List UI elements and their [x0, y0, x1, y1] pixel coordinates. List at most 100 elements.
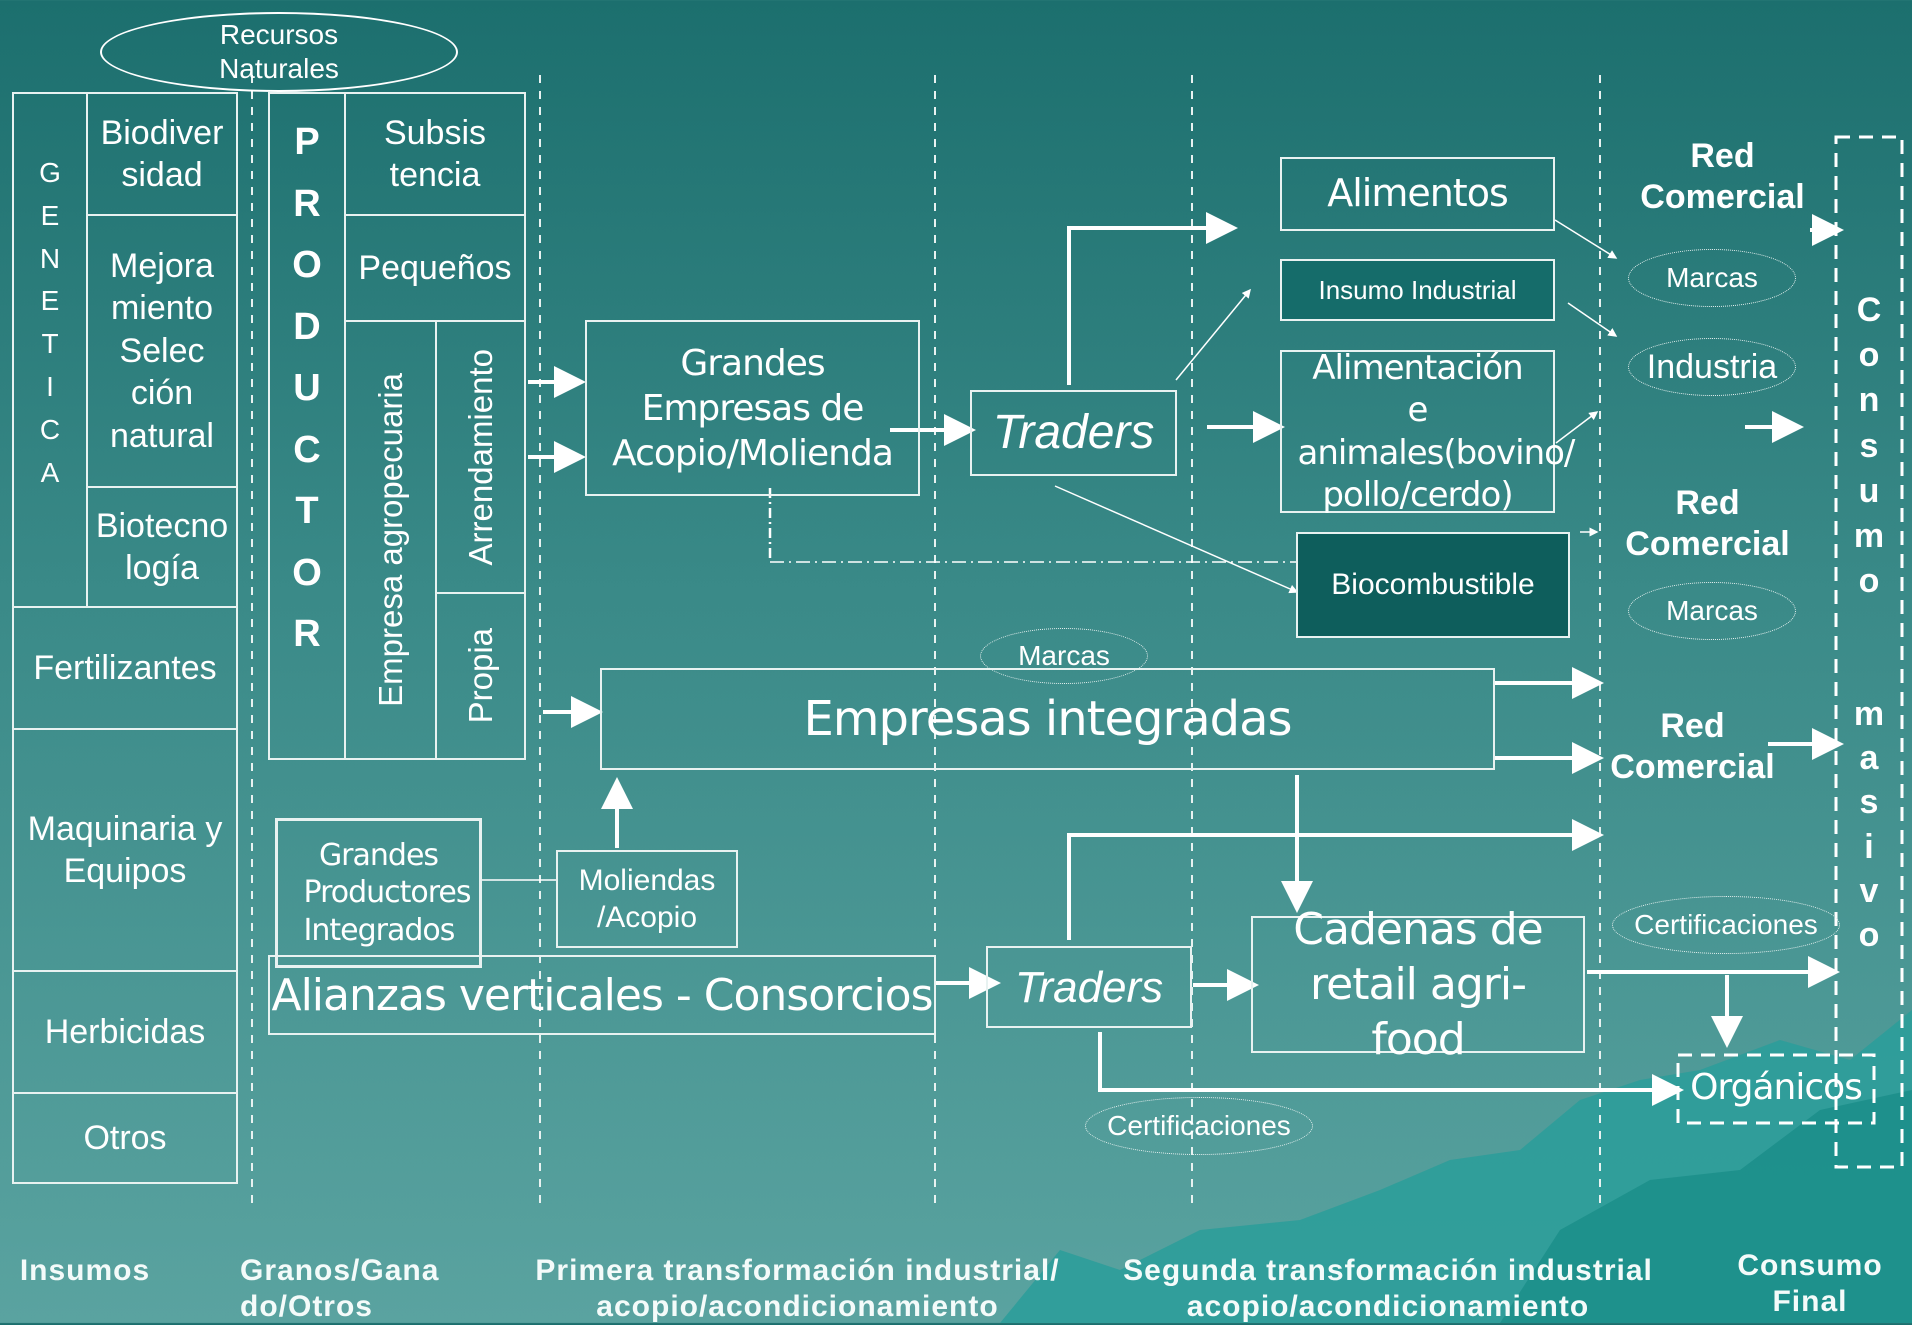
subsistencia-box: Subsis tencia — [344, 92, 526, 216]
productor-letter: R — [293, 613, 321, 656]
cadenas-box: Cadenas de retail agri-food — [1251, 904, 1585, 1065]
empresa-agropecuaria-box: Empresa agropecuaria — [344, 320, 437, 760]
traders-label: Traders — [992, 406, 1155, 459]
moliendas-box: Moliendas /Acopio — [556, 850, 738, 948]
biocombustible-label: Biocombustible — [1331, 568, 1535, 602]
consumo-letter: n — [1858, 381, 1880, 420]
genetica-letter: T — [41, 328, 59, 360]
fertilizantes-box: Fertilizantes — [12, 606, 238, 730]
arrendamiento-label: Arrendamiento — [461, 348, 499, 566]
alianzas-label: Alianzas verticales - Consorcios — [271, 969, 933, 1021]
footer-segunda: Segunda transformación industrial acopio… — [1123, 1254, 1653, 1323]
arrendamiento-box: Arrendamiento — [435, 320, 526, 594]
organicos-label: Orgánicos — [1690, 1067, 1863, 1108]
masivo-letter: i — [1864, 827, 1874, 866]
red-comercial-3: Red Comercial — [1610, 707, 1775, 786]
moliendas-label: Moliendas /Acopio — [578, 863, 716, 935]
pequenos-label: Pequeños — [358, 248, 512, 287]
productor-letter: U — [293, 367, 321, 410]
red-comercial-2: Red Comercial — [1625, 484, 1790, 563]
certificaciones-oval-bottom: Certificaciones — [1085, 1097, 1313, 1155]
productor-letter: O — [292, 244, 322, 287]
insumo-industrial-box: Insumo Industrial — [1280, 259, 1555, 321]
certificaciones-label-right: Certificaciones — [1634, 909, 1818, 940]
herbicidas-box: Herbicidas — [12, 970, 238, 1094]
traders2-label: Traders — [1014, 962, 1164, 1012]
productor-letter: R — [293, 182, 321, 225]
pequenos-box: Pequeños — [344, 214, 526, 322]
organicos-frame — [1676, 1053, 1876, 1125]
marcas-label-empresas: Marcas — [1018, 640, 1110, 671]
alianzas-box: Alianzas verticales - Consorcios — [268, 955, 936, 1035]
industria-label: Industria — [1646, 347, 1778, 386]
genetica-letter: G — [39, 157, 61, 188]
genetica-letter: N — [39, 242, 61, 274]
mejoramiento-box: Mejora miento Selec ción natural — [86, 214, 238, 488]
productor-letter: C — [293, 428, 321, 471]
grandes-productores-label: Grandes Productores Integrados — [303, 837, 472, 948]
biodiversidad-box: Biodiver sidad — [86, 92, 238, 216]
herbicidas-label: Herbicidas — [44, 1012, 206, 1051]
marcas-oval-1: Marcas — [1628, 249, 1796, 307]
consumo-letter: o — [1858, 336, 1880, 375]
cadenas-label: Cadenas de retail agri-food — [1293, 904, 1543, 1065]
industria-oval: Industria — [1628, 338, 1796, 396]
productor-letter: P — [294, 121, 320, 163]
masivo-letter: v — [1859, 871, 1879, 910]
alimentacion-label: Alimentación e animales(bovino/ pollo/ce… — [1297, 347, 1576, 516]
thick-arrows — [528, 212, 1844, 1106]
biocombustible-box: Biocombustible — [1296, 532, 1570, 638]
connector-lines — [480, 488, 1296, 881]
subsistencia-label: Subsis tencia — [383, 113, 487, 195]
footer-insumos: Insumos — [19, 1254, 151, 1287]
certificaciones-oval-right: Certificaciones — [1612, 896, 1840, 954]
otros-label: Otros — [83, 1118, 167, 1157]
empresas-integradas-label: Empresas integradas — [803, 691, 1292, 747]
propia-label: Propia — [461, 628, 499, 724]
marcas-label-2: Marcas — [1666, 595, 1758, 626]
otros-box: Otros — [12, 1092, 238, 1184]
masivo-letter: o — [1858, 915, 1880, 954]
grandes-empresas-box: Grandes Empresas de Acopio/Molienda — [585, 320, 920, 496]
traders2-box: Traders — [986, 946, 1192, 1028]
consumo-letter: C — [1856, 291, 1882, 329]
consumo-letter: m — [1853, 517, 1885, 556]
propia-box: Propia — [435, 592, 526, 760]
consumo-letter: s — [1859, 426, 1879, 465]
footer-consumo-final: Consumo Final — [1737, 1249, 1883, 1318]
maquinaria-box: Maquinaria y Equipos — [12, 728, 238, 972]
alimentos-box: Alimentos — [1280, 157, 1555, 231]
fertilizantes-label: Fertilizantes — [33, 648, 217, 687]
biotecnologia-label: Biotecno logía — [95, 506, 229, 588]
productor-letter: O — [292, 551, 322, 594]
mejoramiento-label: Mejora miento Selec ción natural — [110, 246, 214, 455]
thin-arrows — [1054, 219, 1618, 594]
grandes-productores-box: Grandes Productores Integrados — [275, 818, 482, 968]
genetica-letter: A — [40, 456, 60, 488]
marcas-label-1: Marcas — [1666, 262, 1758, 293]
marcas-oval-2: Marcas — [1628, 582, 1796, 640]
alimentacion-box: Alimentación e animales(bovino/ pollo/ce… — [1280, 348, 1575, 515]
empresa-agropecuaria-label: Empresa agropecuaria — [371, 373, 409, 707]
genetica-letter: E — [40, 285, 60, 317]
masivo-letter: s — [1859, 783, 1879, 822]
consumo-letter: u — [1858, 471, 1880, 510]
empresas-integradas-box: Empresas integradas — [600, 668, 1495, 770]
marcas-oval-empresas: Marcas — [980, 628, 1148, 684]
biotecnologia-box: Biotecno logía — [86, 486, 238, 608]
traders-box: Traders — [970, 390, 1177, 476]
genetica-letter: I — [46, 371, 54, 403]
certificaciones-label-bottom: Certificaciones — [1107, 1110, 1291, 1141]
biodiversidad-label: Biodiver sidad — [100, 113, 224, 195]
recursos-naturales-oval: Recursos Naturales — [100, 12, 458, 92]
masivo-letter: m — [1853, 695, 1885, 733]
footer-granos: Granos/Gana do/Otros — [240, 1254, 440, 1323]
grandes-empresas-label: Grandes Empresas de Acopio/Molienda — [612, 342, 894, 474]
recursos-naturales-label: Recursos Naturales — [219, 19, 339, 84]
